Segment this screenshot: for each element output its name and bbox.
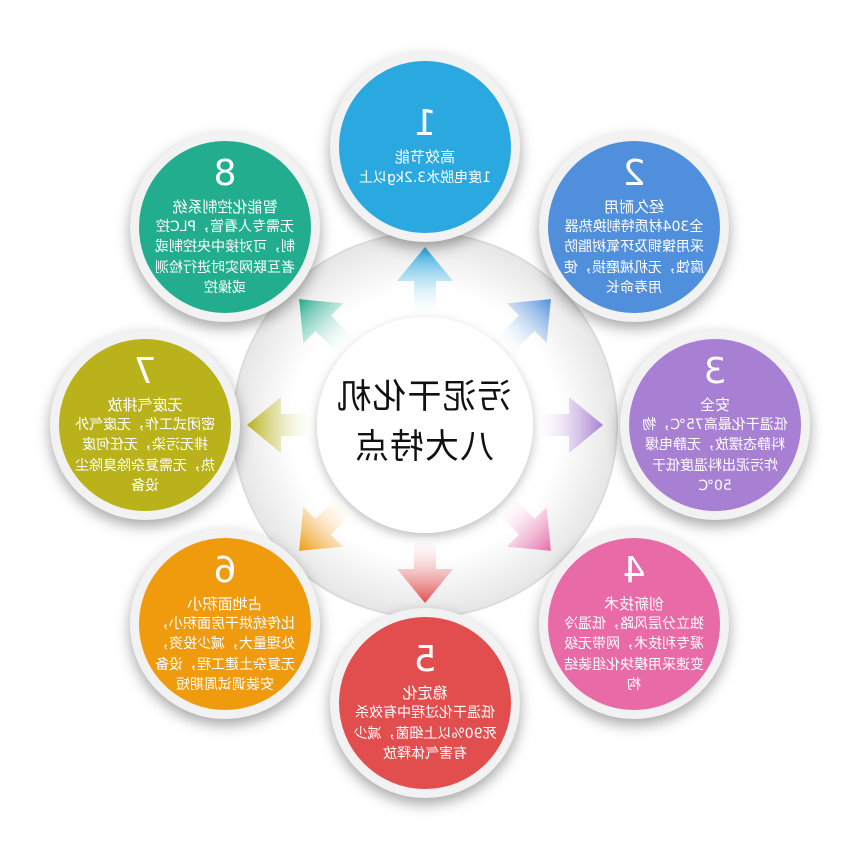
feature-title: 创新技术 — [604, 594, 665, 613]
arrow-4 — [496, 496, 551, 551]
arrow-7 — [247, 397, 313, 453]
feature-title: 高效节能 — [395, 148, 456, 167]
feature-circle-2: 2 经久耐用全304材质特制换热器采用镍铜及环氧树脂防腐蚀，无机械磨损，使用寿命长 — [539, 132, 729, 322]
feature-number: 2 — [622, 152, 646, 194]
feature-number: 5 — [413, 638, 437, 680]
feature-circle-5: 5 稳定化低温干化过程中有效杀死90%以上细菌，减少有害气体释放 — [330, 608, 520, 798]
feature-title: 占地面积小 — [187, 594, 263, 613]
feature-description: 无需专人看管，PLC控制，可对接中央控制或者互联网实时进行检测或操控 — [155, 219, 295, 297]
center-title-line1: 污泥干化机 — [336, 377, 512, 417]
arrow-5 — [397, 537, 453, 603]
feature-number: 1 — [413, 103, 437, 145]
feature-number: 8 — [213, 152, 237, 194]
arrow-8 — [299, 299, 354, 354]
feature-title: 无废气排放 — [107, 395, 183, 414]
feature-description: 低温干化过程中有效杀死90%以上细菌，减少有害气体释放 — [353, 705, 497, 762]
feature-number: 4 — [622, 549, 646, 591]
feature-circle-1: 1 高效节能 1度电脱水3.2kg以上 — [330, 52, 520, 242]
feature-title: 安全 — [700, 395, 731, 414]
feature-description: 密闭式工作，无废气外排无污染，无任何废热，无需复杂除臭除尘设备 — [75, 417, 215, 495]
feature-title: 经久耐用 — [604, 197, 665, 216]
feature-number: 3 — [703, 350, 727, 392]
feature-circle-7: 7 无废气排放密闭式工作，无废气外排无污染，无任何废热，无需复杂除臭除尘设备 — [50, 330, 240, 520]
feature-description: 比传统烘干房面积小，处理量大，减少投资，无复杂土建工程，设备安装调试周期短 — [155, 616, 295, 694]
feature-description: 全304材质特制换热器采用镍铜及环氧树脂防腐蚀，无机械磨损，使用寿命长 — [564, 219, 704, 297]
feature-circle-4: 4 创新技术独立分层风路，低温冷凝专利技术，网带无级变速采用模块化组装结构 — [539, 529, 729, 719]
arrow-1 — [397, 247, 453, 313]
arrow-3 — [537, 397, 603, 453]
feature-number: 7 — [133, 350, 157, 392]
center-title-line2: 八大特点 — [354, 427, 494, 467]
feature-circle-6: 6 占地面积小比传统烘干房面积小，处理量大，减少投资，无复杂土建工程，设备安装调试… — [130, 529, 320, 719]
feature-title: 智能化控制系统 — [172, 197, 278, 216]
feature-number: 6 — [213, 549, 237, 591]
feature-description: 1度电脱水3.2kg以上 — [358, 169, 492, 186]
center-title: 污泥干化机 八大特点 — [331, 372, 517, 472]
inner-ring — [317, 317, 533, 533]
feature-circle-8: 8 智能化控制系统无需专人看管，PLC控制，可对接中央控制或者互联网实时进行检测或… — [130, 132, 320, 322]
feature-description: 独立分层风路，低温冷凝专利技术，网带无级变速采用模块化组装结构 — [564, 616, 704, 694]
feature-title: 稳定化 — [402, 683, 448, 702]
arrow-2 — [496, 299, 551, 354]
feature-circle-3: 3 安全低温干化最高75℃，物料静态摆放，无静电爆炸污泥出料温度低于50℃ — [620, 330, 810, 520]
arrow-6 — [299, 496, 354, 551]
feature-description: 低温干化最高75℃，物料静态摆放，无静电爆炸污泥出料温度低于50℃ — [642, 417, 788, 495]
